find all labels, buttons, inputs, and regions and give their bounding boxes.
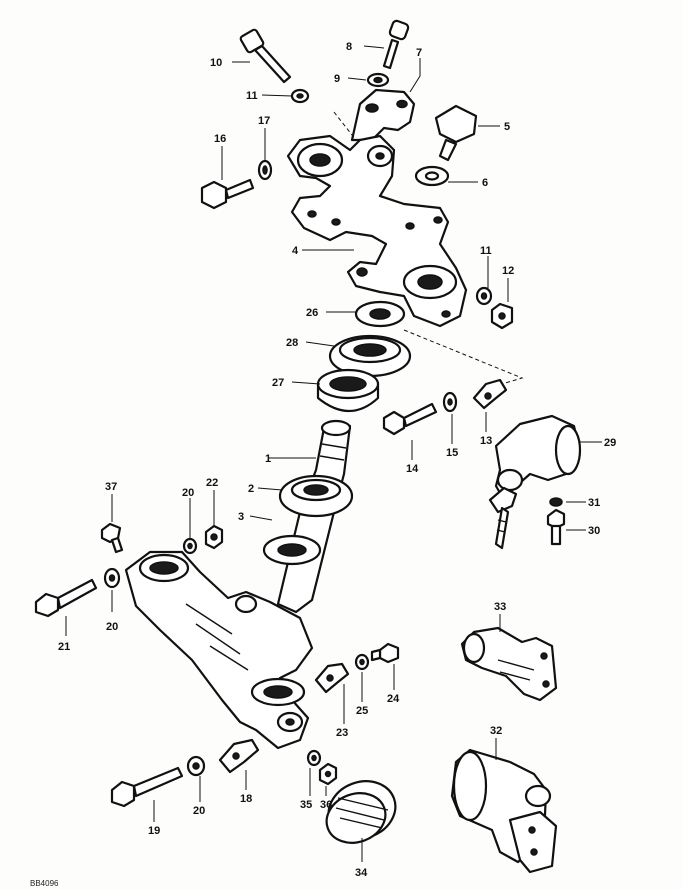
callout-17: 17 xyxy=(258,115,270,127)
part-11-washer-right xyxy=(475,286,493,306)
part-29-steering-lock xyxy=(494,414,582,502)
part-15-washer xyxy=(442,391,458,413)
key xyxy=(488,486,518,550)
reference-code: BB4096 xyxy=(30,879,59,888)
part-20-washer-left xyxy=(103,567,121,589)
part-5-bolt xyxy=(434,104,478,162)
callout-25: 25 xyxy=(356,705,368,717)
part-16-bolt xyxy=(200,178,255,210)
assembly-guide-line xyxy=(403,329,524,385)
part-8-bolt xyxy=(382,19,410,70)
callout-9: 9 xyxy=(334,73,340,85)
callout-10: 10 xyxy=(210,57,222,69)
callout-5: 5 xyxy=(504,121,510,133)
callout-20-mid: 20 xyxy=(182,487,194,499)
leader-lines xyxy=(65,45,602,862)
part-32-lock-cylinder xyxy=(450,748,558,874)
callout-19: 19 xyxy=(148,825,160,837)
part-24-screw xyxy=(370,642,400,664)
callout-15: 15 xyxy=(446,447,458,459)
part-31-nut xyxy=(549,497,563,507)
callout-23: 23 xyxy=(336,727,348,739)
callout-22: 22 xyxy=(206,477,218,489)
callout-2: 2 xyxy=(248,483,254,495)
callout-26: 26 xyxy=(306,307,318,319)
callout-18: 18 xyxy=(240,793,252,805)
part-2-dust-seal xyxy=(278,474,354,518)
part-21-bolt xyxy=(34,578,98,618)
callout-1: 1 xyxy=(265,453,271,465)
part-18-clip xyxy=(218,738,260,774)
part-7-clamp-cap xyxy=(350,88,416,142)
part-10-bolt xyxy=(239,28,292,84)
part-11-washer xyxy=(290,88,310,104)
part-12-nut xyxy=(490,302,514,330)
callout-16: 16 xyxy=(214,133,226,145)
callout-8: 8 xyxy=(346,41,352,53)
part-6-washer xyxy=(414,165,450,187)
callout-35: 35 xyxy=(300,799,312,811)
part-20-washer-bottom xyxy=(186,755,206,777)
callout-29: 29 xyxy=(604,437,616,449)
callout-3: 3 xyxy=(238,511,244,523)
callout-27: 27 xyxy=(272,377,284,389)
part-13-clip xyxy=(472,378,508,410)
part-14-bolt xyxy=(382,402,438,436)
callout-33: 33 xyxy=(494,601,506,613)
part-26-bearing-race xyxy=(354,300,406,328)
callout-4: 4 xyxy=(292,245,299,257)
part-19-bolt xyxy=(110,766,184,808)
callout-7: 7 xyxy=(416,47,422,59)
callout-14: 14 xyxy=(406,463,419,475)
part-36-nut xyxy=(318,762,338,786)
callout-28: 28 xyxy=(286,337,298,349)
part-25-washer xyxy=(354,653,370,671)
callout-12: 12 xyxy=(502,265,514,277)
callout-32: 32 xyxy=(490,725,502,737)
part-17-lock-washer xyxy=(257,159,273,181)
part-30-screw xyxy=(546,508,566,546)
callout-20-bottom: 20 xyxy=(193,805,205,817)
assembly-guide-line-top xyxy=(333,111,357,141)
part-23-clip xyxy=(314,662,350,694)
callout-21: 21 xyxy=(58,641,70,653)
part-34-cap xyxy=(325,780,397,844)
callout-20-left: 20 xyxy=(106,621,118,633)
callout-31: 31 xyxy=(588,497,600,509)
part-4-upper-bracket xyxy=(286,134,468,328)
callout-34: 34 xyxy=(355,867,368,879)
part-3-lower-seal xyxy=(262,534,322,566)
callout-11-right: 11 xyxy=(480,245,492,257)
part-35-washer xyxy=(306,749,322,767)
part-22-nut xyxy=(204,524,224,550)
lower-bracket xyxy=(124,550,314,750)
part-28-bearing xyxy=(328,334,412,378)
part-37-screw xyxy=(100,522,124,554)
callout-labels: 1 2 3 4 5 6 7 8 9 10 11 11 12 13 14 15 1… xyxy=(58,41,616,879)
part-27-bearing-cup xyxy=(316,368,380,412)
callout-11-top: 11 xyxy=(246,90,258,102)
callout-6: 6 xyxy=(482,177,488,189)
callout-13: 13 xyxy=(480,435,492,447)
callout-24: 24 xyxy=(387,693,400,705)
callout-36: 36 xyxy=(320,799,332,811)
callout-37: 37 xyxy=(105,481,117,493)
callout-30: 30 xyxy=(588,525,600,537)
part-33-switch xyxy=(460,626,558,702)
part-20-washer-mid xyxy=(182,537,198,555)
part-9-nut xyxy=(366,72,390,88)
